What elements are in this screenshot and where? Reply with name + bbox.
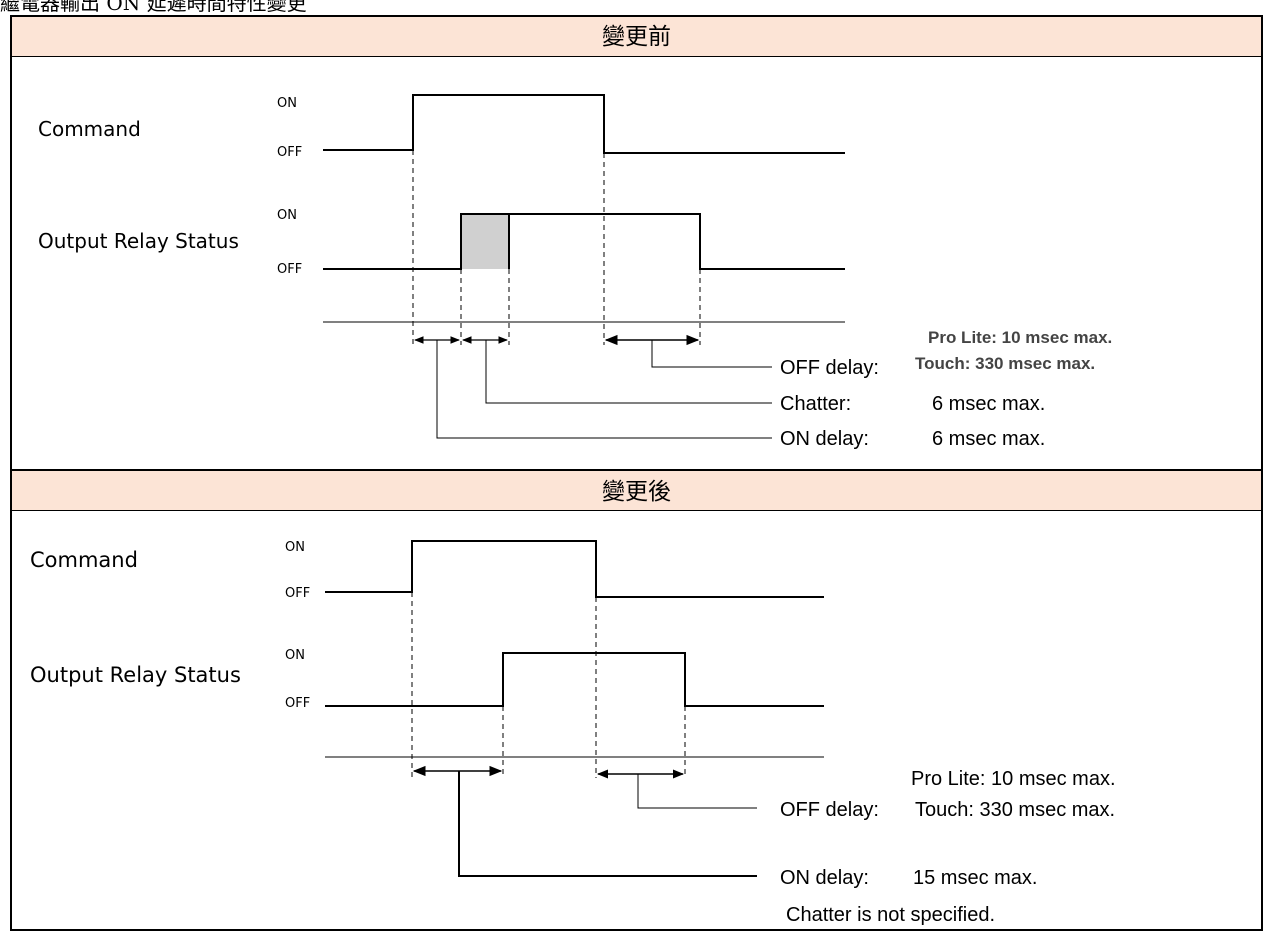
before-chatter-value: 6 msec max. [932, 393, 1045, 415]
before-output-off-level: OFF [277, 262, 302, 277]
after-command-off-level: OFF [285, 586, 310, 601]
after-on-delay-value: 15 msec max. [913, 867, 1037, 889]
after-output-waveform [325, 652, 824, 707]
before-command-off-level: OFF [277, 145, 302, 160]
after-output-off-level: OFF [285, 696, 310, 711]
before-diagram: Command Output Relay Status ON OFF ON OF… [38, 94, 1112, 450]
after-off-delay-leader [637, 774, 757, 809]
before-chatter-leader [485, 340, 772, 404]
after-output-on-level: ON [285, 648, 305, 663]
before-output-relay-label: Output Relay Status [38, 229, 239, 253]
before-on-delay-label: ON delay: [780, 428, 869, 450]
before-off-delay-leader [651, 340, 772, 368]
before-output-waveform [323, 213, 845, 270]
after-output-relay-label: Output Relay Status [30, 663, 241, 687]
after-on-delay-label: ON delay: [780, 867, 869, 889]
before-on-delay-leader [436, 340, 772, 439]
after-guide-lines [411, 592, 686, 778]
before-output-on-level: ON [277, 208, 297, 223]
after-command-on-level: ON [285, 540, 305, 555]
before-guide-lines [412, 150, 701, 345]
before-chatter-region [461, 214, 509, 269]
before-pro-lite-spec: Pro Lite: 10 msec max. [928, 328, 1112, 347]
after-chatter-note: Chatter is not specified. [786, 904, 995, 926]
after-touch-spec: Touch: 330 msec max. [915, 799, 1115, 821]
after-on-delay-leader [458, 771, 757, 877]
before-off-delay-label: OFF delay: [780, 357, 879, 379]
before-on-delay-value: 6 msec max. [932, 428, 1045, 450]
before-command-label: Command [38, 117, 141, 141]
after-command-label: Command [30, 548, 138, 572]
before-touch-spec: Touch: 330 msec max. [915, 354, 1095, 373]
after-off-delay-label: OFF delay: [780, 799, 879, 821]
after-pro-lite-spec: Pro Lite: 10 msec max. [911, 768, 1116, 790]
after-diagram: Command Output Relay Status ON OFF ON OF… [30, 540, 1116, 926]
comparison-table: 變更前 變更後 [10, 15, 1263, 931]
section-header-before: 變更前 [12, 17, 1261, 57]
before-chatter-label: Chatter: [780, 393, 851, 415]
section-header-after: 變更後 [12, 469, 1261, 511]
after-command-waveform [325, 540, 824, 598]
before-command-on-level: ON [277, 96, 297, 111]
document-heading: 繼電器輸出 ON 延遲時間特性變更 [0, 0, 307, 15]
before-command-waveform [323, 94, 845, 154]
